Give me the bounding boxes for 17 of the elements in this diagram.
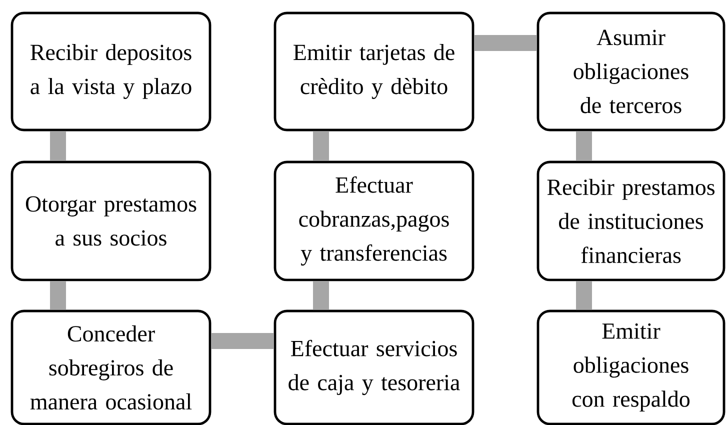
process-box: Asumir obligaciones de terceros bbox=[536, 12, 726, 132]
connector-line bbox=[313, 131, 329, 161]
process-box: Efectuar servicios de caja y tesoreria bbox=[274, 310, 474, 425]
connector-line bbox=[474, 35, 537, 51]
connector-line bbox=[50, 281, 66, 310]
connector-line bbox=[313, 281, 329, 310]
process-box: Conceder sobregiros de manera ocasional bbox=[10, 310, 212, 425]
process-box: Efectuar cobranzas,pagos y transferencias bbox=[274, 160, 474, 282]
process-box: Emitir obligaciones con respaldo bbox=[536, 310, 726, 425]
connector-line bbox=[211, 332, 274, 349]
process-box: Emitir tarjetas de crèdito y dèbito bbox=[274, 12, 474, 132]
process-box: Recibir prestamos de instituciones financieras bbox=[536, 160, 726, 282]
process-box: Recibir depositos a la vista y plazo bbox=[10, 12, 212, 132]
process-box: Otorgar prestamos a sus socios bbox=[10, 160, 212, 282]
connector-line bbox=[50, 131, 66, 161]
connector-line bbox=[576, 131, 592, 161]
connector-line bbox=[576, 281, 592, 310]
